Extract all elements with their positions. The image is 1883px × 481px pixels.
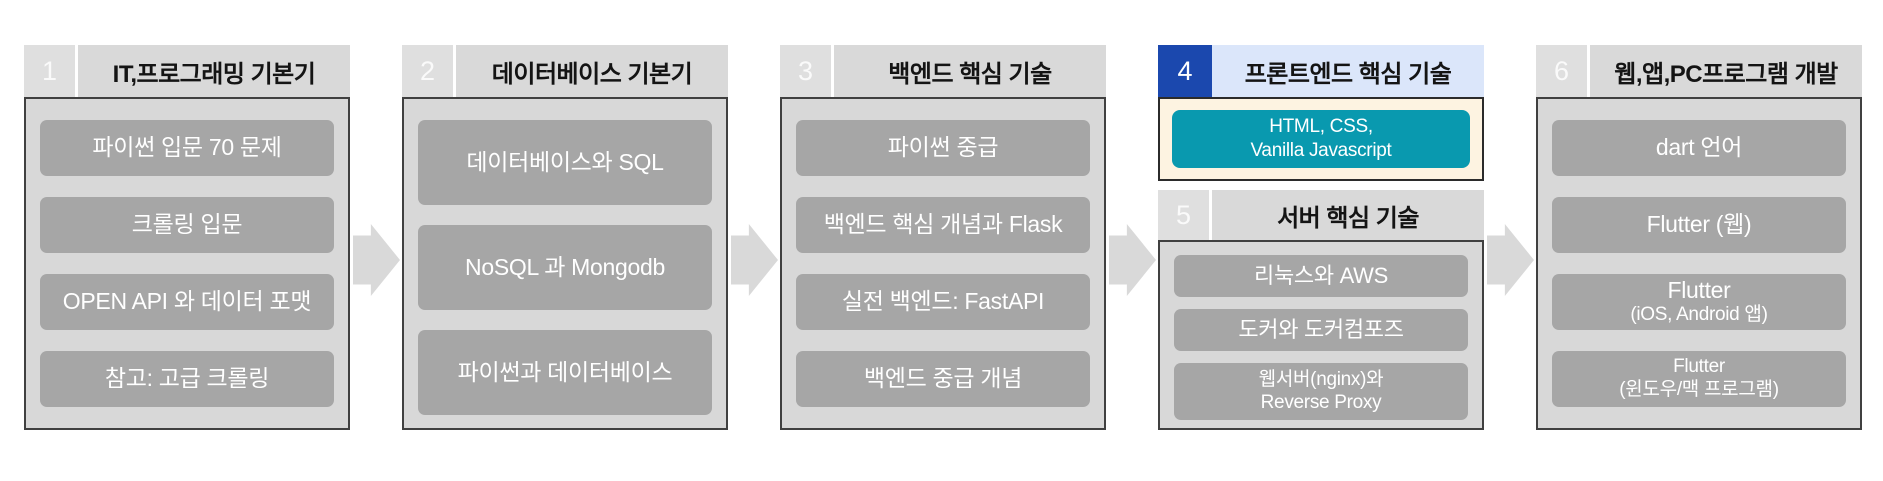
course-item-label: (윈도우/맥 프로그램): [1619, 379, 1779, 400]
section-body: 리눅스와 AWS 도커와 도커컴포즈 웹서버(nginx)와 Reverse P…: [1158, 240, 1484, 430]
section-number: 2: [402, 45, 456, 97]
section-header: 3 백엔드 핵심 기술: [780, 45, 1106, 97]
course-item-label: 파이썬과 데이터베이스: [457, 358, 673, 385]
section-header: 5 서버 핵심 기술: [1158, 190, 1484, 240]
section-title: 웹,앱,PC프로그램 개발: [1614, 60, 1838, 88]
course-item: 백엔드 핵심 개념과 Flask: [796, 197, 1090, 253]
section-server-core: 5 서버 핵심 기술: [1158, 190, 1484, 240]
section-title: 프론트엔드 핵심 기술: [1244, 60, 1452, 88]
course-item: 웹서버(nginx)와 Reverse Proxy: [1174, 363, 1468, 420]
section-app-development: 6 웹,앱,PC프로그램 개발 dart 언어 Flutter (웹) Flut…: [1536, 45, 1862, 430]
course-item: 데이터베이스와 SQL: [418, 120, 712, 205]
section-number: 6: [1536, 45, 1590, 97]
section-header: 6 웹,앱,PC프로그램 개발: [1536, 45, 1862, 97]
course-item-label: 데이터베이스와 SQL: [466, 148, 664, 175]
section-header: 2 데이터베이스 기본기: [402, 45, 728, 97]
section-title: 백엔드 핵심 기술: [888, 60, 1052, 88]
section-header-highlighted: 4 프론트엔드 핵심 기술: [1158, 45, 1484, 97]
course-item-highlighted: HTML, CSS, Vanilla Javascript: [1172, 110, 1470, 168]
section-it-basics: 1 IT,프로그래밍 기본기 파이썬 입문 70 문제 크롤링 입문 OPEN …: [24, 45, 350, 430]
section-frontend-core: 4 프론트엔드 핵심 기술: [1158, 45, 1484, 97]
section-header: 1 IT,프로그래밍 기본기: [24, 45, 350, 97]
course-item-label: 웹서버(nginx)와: [1258, 368, 1384, 390]
section-body: 파이썬 입문 70 문제 크롤링 입문 OPEN API 와 데이터 포맷 참고…: [24, 97, 350, 430]
section-backend-core: 3 백엔드 핵심 기술 파이썬 중급 백엔드 핵심 개념과 Flask 실전 백…: [780, 45, 1106, 430]
section-number: 4: [1158, 45, 1212, 97]
course-item-label: 백엔드 핵심 개념과 Flask: [823, 211, 1063, 238]
course-item-label: OPEN API 와 데이터 포맷: [62, 288, 312, 315]
section-database-basics: 2 데이터베이스 기본기 데이터베이스와 SQL NoSQL 과 Mongodb…: [402, 45, 728, 430]
course-item: NoSQL 과 Mongodb: [418, 225, 712, 310]
course-item-label: 도커와 도커컴포즈: [1238, 316, 1404, 342]
arrow-right-icon: [1109, 224, 1156, 296]
course-item-label: Flutter: [1667, 276, 1731, 303]
course-item: Flutter (웹): [1552, 197, 1846, 253]
section-number: 3: [780, 45, 834, 97]
course-item-label: 크롤링 입문: [131, 211, 243, 238]
course-item-label: Flutter (웹): [1646, 211, 1752, 238]
course-item-label: Vanilla Javascript: [1250, 140, 1392, 161]
course-item: Flutter (윈도우/맥 프로그램): [1552, 351, 1846, 407]
section-title: IT,프로그래밍 기본기: [112, 60, 316, 88]
course-item: 파이썬과 데이터베이스: [418, 330, 712, 415]
course-item-label: 참고: 고급 크롤링: [104, 365, 270, 392]
section-body: dart 언어 Flutter (웹) Flutter (iOS, Androi…: [1536, 97, 1862, 430]
course-item-label: 파이썬 중급: [887, 134, 999, 161]
section-body: 파이썬 중급 백엔드 핵심 개념과 Flask 실전 백엔드: FastAPI …: [780, 97, 1106, 430]
course-item-label: HTML, CSS,: [1269, 116, 1373, 138]
course-item-label: Reverse Proxy: [1260, 391, 1382, 413]
course-item-label: Flutter: [1673, 356, 1725, 378]
course-item: dart 언어: [1552, 120, 1846, 176]
course-item-label: 리눅스와 AWS: [1254, 262, 1388, 288]
section-server-body: 리눅스와 AWS 도커와 도커컴포즈 웹서버(nginx)와 Reverse P…: [1158, 240, 1484, 430]
course-item-label: NoSQL 과 Mongodb: [465, 253, 665, 280]
arrow-right-icon: [731, 224, 778, 296]
course-item: 파이썬 중급: [796, 120, 1090, 176]
course-item: 파이썬 입문 70 문제: [40, 120, 334, 176]
section-frontend-body: HTML, CSS, Vanilla Javascript: [1158, 97, 1484, 181]
course-item: 백엔드 중급 개념: [796, 351, 1090, 407]
course-item: 실전 백엔드: FastAPI: [796, 274, 1090, 330]
section-title: 서버 핵심 기술: [1277, 204, 1419, 232]
course-item: Flutter (iOS, Android 앱): [1552, 274, 1846, 330]
course-item: 참고: 고급 크롤링: [40, 351, 334, 407]
course-item: 도커와 도커컴포즈: [1174, 309, 1468, 351]
course-item-label: 실전 백엔드: FastAPI: [841, 288, 1045, 315]
course-item-label: 파이썬 입문 70 문제: [92, 134, 282, 161]
course-item: 리눅스와 AWS: [1174, 255, 1468, 297]
section-body-highlighted: HTML, CSS, Vanilla Javascript: [1158, 97, 1484, 181]
section-number: 5: [1158, 190, 1212, 240]
course-item-label: 백엔드 중급 개념: [863, 365, 1023, 392]
arrow-right-icon: [353, 224, 400, 296]
course-item: 크롤링 입문: [40, 197, 334, 253]
course-item-label: dart 언어: [1655, 134, 1743, 161]
section-body: 데이터베이스와 SQL NoSQL 과 Mongodb 파이썬과 데이터베이스: [402, 97, 728, 430]
section-title: 데이터베이스 기본기: [491, 60, 693, 88]
course-item: OPEN API 와 데이터 포맷: [40, 274, 334, 330]
arrow-right-icon: [1487, 224, 1534, 296]
section-number: 1: [24, 45, 78, 97]
course-item-label: (iOS, Android 앱): [1630, 304, 1768, 326]
